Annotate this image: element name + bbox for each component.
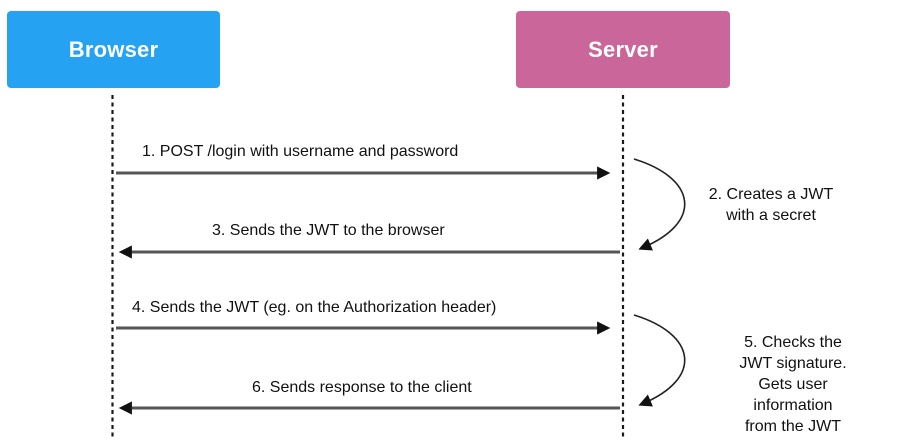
- actor-label-server: Server: [588, 36, 658, 62]
- actor-label-browser: Browser: [68, 36, 159, 62]
- message-5-self-arrow: [633, 314, 686, 407]
- message-4-label: 4. Sends the JWT (eg. on the Authorizati…: [132, 299, 497, 316]
- message-6-label: 6. Sends response to the client: [252, 379, 472, 396]
- message-2-self-arrow: [633, 158, 686, 251]
- actor-box-server: Server: [516, 11, 730, 88]
- message-5-label: 5. Checks the JWT signature. Gets user i…: [739, 334, 847, 435]
- message-3-label: 3. Sends the JWT to the browser: [212, 222, 445, 239]
- message-1-label: 1. POST /login with username and passwor…: [142, 143, 459, 160]
- actor-box-browser: Browser: [7, 11, 220, 88]
- message-2-label: 2. Creates a JWT with a secret: [708, 186, 834, 224]
